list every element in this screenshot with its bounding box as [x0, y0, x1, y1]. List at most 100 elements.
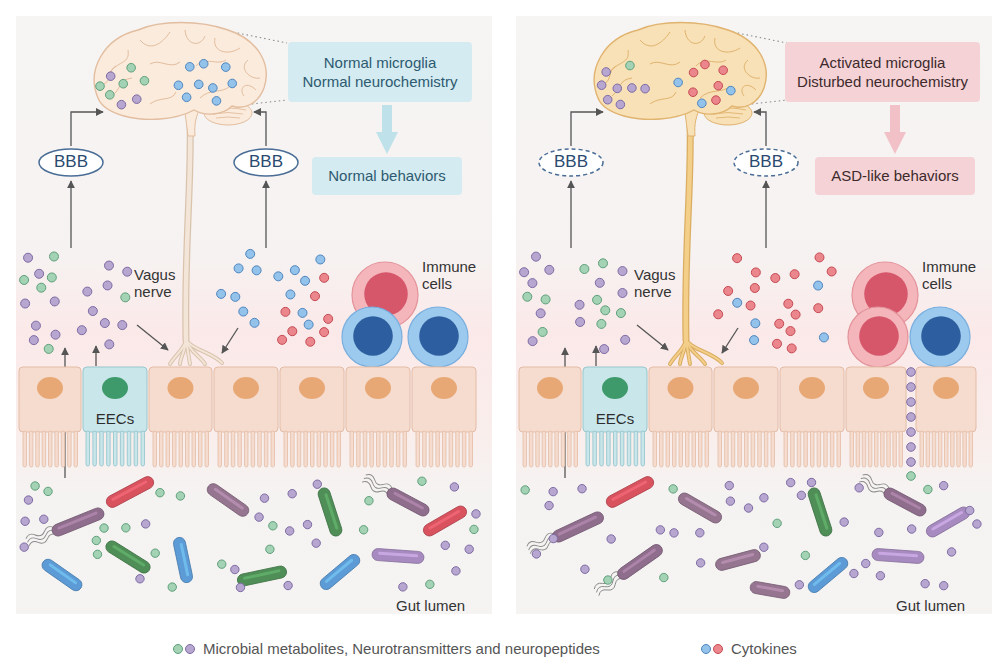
node-text: EECs: [596, 410, 634, 428]
microvillus: [324, 431, 328, 467]
legend-dot: [186, 645, 195, 654]
particle: [674, 78, 683, 87]
particle: [973, 520, 981, 528]
flow-arrow: [765, 181, 766, 248]
flow-arrow: [254, 112, 266, 146]
particle: [31, 482, 39, 490]
node-text: Disturbed neurochemistry: [797, 72, 968, 92]
particle: [236, 583, 244, 591]
node-text: Normal neurochemistry: [302, 72, 457, 92]
cell-nucleus: [353, 316, 393, 356]
bacterium-shine: [179, 543, 189, 577]
particle: [628, 84, 637, 93]
particle: [532, 252, 541, 261]
particle: [595, 278, 604, 287]
particle: [719, 66, 728, 75]
particle: [744, 504, 752, 512]
particle: [593, 295, 602, 304]
process-box: Normal microgliaNormal neurochemistry: [288, 42, 472, 102]
particle: [714, 81, 723, 90]
particle: [92, 536, 100, 544]
brain-gyrus: [650, 92, 676, 104]
particle: [750, 336, 759, 345]
legend-item: Cytokines: [731, 640, 797, 657]
microvillus: [653, 431, 657, 467]
particle: [597, 319, 606, 328]
microvillus: [731, 431, 735, 467]
barrier-oval: BBB: [538, 148, 604, 177]
bacterium-shine: [756, 585, 784, 593]
cell-box: EECs: [582, 367, 648, 467]
particle: [712, 96, 721, 105]
microvillus: [568, 431, 572, 467]
bacterium: [924, 505, 972, 539]
microvillus: [74, 431, 78, 467]
microvillus: [61, 431, 65, 467]
brain-gyrus: [742, 85, 756, 96]
particle: [465, 545, 473, 553]
particle: [521, 486, 529, 494]
particle: [670, 529, 678, 537]
particle: [875, 528, 883, 536]
microvillus: [36, 431, 40, 467]
vagus-nerve: [186, 120, 191, 340]
particle: [616, 100, 625, 109]
particle: [218, 560, 226, 568]
flagellum: [361, 480, 390, 498]
bacterium: [526, 509, 606, 555]
particle: [795, 581, 803, 589]
bacterium-shine: [611, 480, 648, 501]
microvillus: [291, 431, 295, 467]
node-text: BBB: [749, 153, 783, 172]
particle: [815, 253, 824, 262]
microvillus: [456, 431, 460, 467]
node-text: Normal microglia: [324, 53, 437, 73]
particle: [947, 548, 955, 556]
oval-border: [734, 149, 798, 176]
microvillus: [797, 431, 801, 467]
microvillus: [153, 431, 157, 467]
particle: [278, 335, 287, 344]
bacterium-shine: [428, 509, 461, 530]
brain-gyrus: [685, 30, 705, 43]
bacterium-body: [317, 486, 344, 537]
microvillus: [462, 431, 466, 467]
legend-text: Cytokines: [731, 640, 797, 657]
microvillus: [862, 431, 866, 467]
cell-body: [83, 367, 147, 432]
node-text: BBB: [249, 153, 283, 172]
brain-gyrus: [650, 62, 680, 65]
particle: [538, 327, 547, 336]
particle: [100, 524, 108, 532]
brain: [94, 23, 266, 120]
nerve-ending: [186, 340, 222, 363]
epithelial-cell: [214, 367, 278, 432]
particle: [760, 543, 768, 551]
particle: [24, 496, 32, 504]
particle: [689, 88, 698, 97]
flow-arrow: [95, 346, 96, 366]
particle: [698, 99, 707, 108]
nerve-ending: [680, 340, 686, 364]
cell-nucleus: [602, 377, 628, 399]
particle: [773, 519, 781, 527]
particle: [656, 526, 664, 534]
immune-cell: [408, 307, 468, 367]
particle: [255, 513, 263, 521]
flow-arrow: [571, 112, 603, 146]
flow-arrow: [722, 328, 738, 353]
node-text: ASD-like behaviors: [831, 166, 959, 186]
brain-gyrus: [640, 32, 670, 46]
cell-nucleus: [168, 377, 194, 399]
oval-border: [39, 149, 103, 176]
node-text: Normal behaviors: [328, 166, 446, 186]
particle: [194, 80, 203, 89]
microvillus: [784, 431, 788, 467]
nerve-ending: [680, 340, 686, 364]
particle: [35, 269, 44, 278]
microvillus: [634, 431, 638, 466]
bacterium-body: [104, 474, 156, 509]
microvillus: [718, 431, 722, 467]
microvillus: [804, 431, 808, 467]
bacterium-body: [676, 491, 724, 525]
